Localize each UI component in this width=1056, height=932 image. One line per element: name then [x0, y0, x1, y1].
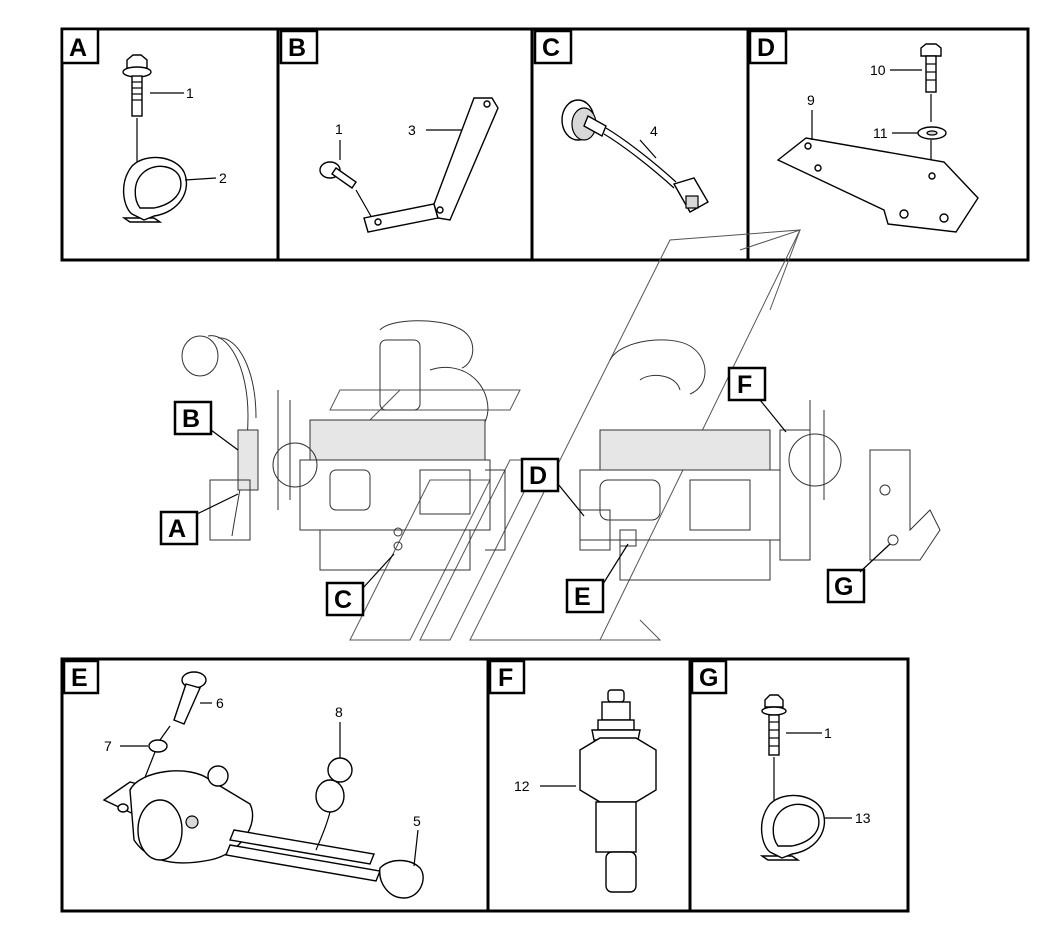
svg-text:D: D: [529, 462, 547, 490]
callout-e5: 5: [413, 813, 421, 829]
callout-e8: 8: [335, 704, 343, 720]
engine-tag-e: E: [565, 543, 629, 614]
callout-d9: 9: [807, 92, 815, 108]
svg-text:A: A: [168, 515, 186, 543]
panel-b: B 1 3: [276, 27, 534, 262]
svg-text:G: G: [834, 573, 853, 601]
callout-c4: 4: [650, 123, 658, 139]
engine-left: [272, 320, 506, 571]
p-clamp-part: [759, 794, 826, 861]
panel-b-label: B: [288, 34, 306, 62]
panel-f-label: F: [498, 664, 513, 692]
panel-d-label: D: [757, 34, 775, 62]
panel-c-label: C: [542, 34, 560, 62]
engine-tag-g: G: [826, 543, 891, 604]
plate-part: [776, 137, 979, 233]
callout-g13: 13: [855, 810, 871, 826]
p-clamp-part: [121, 156, 188, 223]
panel-g: G 1 13: [688, 657, 910, 913]
panel-a: A 1 2: [60, 27, 280, 262]
panel-c: C 4: [530, 27, 750, 262]
temperature-sensor-part: [579, 689, 657, 893]
callout-a2: 2: [219, 170, 227, 186]
callout-e7: 7: [104, 738, 112, 754]
bolt-part: [761, 694, 787, 756]
actuator-part: [102, 765, 424, 899]
engine-tag-f: F: [727, 366, 787, 433]
callout-e6: 6: [216, 695, 224, 711]
engine-overview: B A C D E F G: [159, 229, 941, 641]
bolt-part: [920, 43, 942, 93]
svg-text:E: E: [574, 583, 591, 611]
callout-a1: 1: [186, 85, 194, 101]
panel-e-label: E: [71, 664, 88, 692]
svg-text:C: C: [334, 586, 352, 614]
bolt-part: [173, 671, 207, 725]
bolt-part: [319, 161, 357, 189]
callout-d10: 10: [870, 62, 886, 78]
engine-tag-b: B: [173, 400, 239, 451]
engine-tag-d: D: [520, 457, 585, 517]
engine-tag-a: A: [159, 493, 239, 546]
panel-a-label: A: [69, 34, 87, 62]
sensor-part: [561, 99, 709, 213]
tie-strap-part: [315, 757, 353, 851]
svg-text:B: B: [182, 405, 200, 433]
callout-b3: 3: [408, 122, 416, 138]
panel-e: E 6 7 8: [60, 657, 490, 913]
bolt-part: [122, 54, 152, 117]
panel-g-label: G: [699, 664, 718, 692]
svg-text:F: F: [737, 371, 752, 399]
callout-d11: 11: [873, 125, 888, 141]
panel-d: D 9 10 11: [746, 27, 1030, 262]
engine-left-sensor: [181, 335, 259, 541]
callout-b1: 1: [335, 121, 343, 137]
panel-f: F 12: [486, 657, 692, 913]
bracket-part: [363, 97, 499, 233]
engine-right: [579, 339, 941, 581]
callout-g1: 1: [824, 725, 832, 741]
callout-f12: 12: [514, 778, 530, 794]
engine-tag-c: C: [325, 553, 395, 617]
